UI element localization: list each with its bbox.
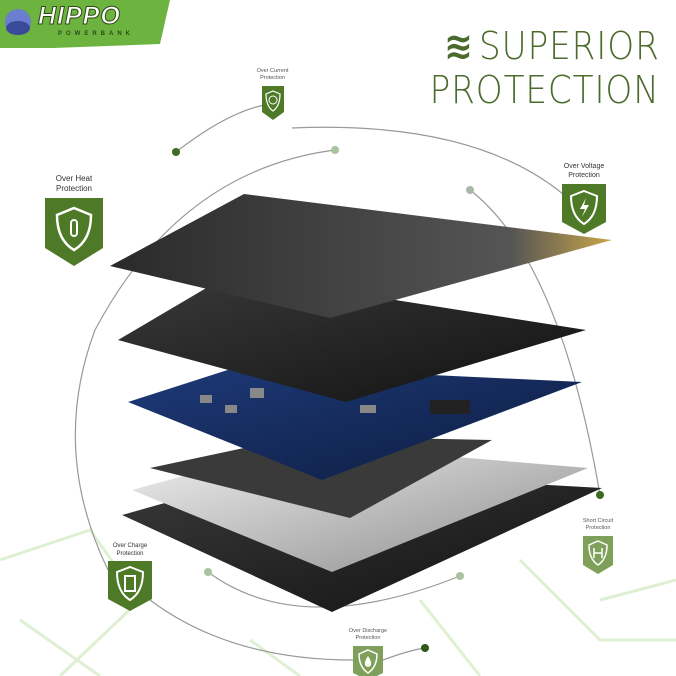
feature-over-current: Over Current Protection [245,68,300,120]
brand-name: HIPPO [38,2,121,31]
shield-circuit-icon [583,536,613,574]
title-line1: SUPERIOR [479,24,660,68]
orbit-lines [74,103,601,661]
label-sheet [110,194,612,318]
feature-short-circuit: Short Circuit Protection [575,518,621,574]
protective-sheet [118,274,586,402]
shield-battery-icon [108,561,152,611]
brand-logo: HIPPO POWERBANK [0,0,170,50]
orbit-dots [172,146,604,652]
feature-over-charge: Over Charge Protection [105,542,155,611]
feature-label: Over Current Protection [256,68,289,81]
feature-label: Short Circuit Protection [582,518,614,531]
page-title: ≋SUPERIOR PROTECTION [430,24,660,112]
feature-over-voltage: Over Voltage Protection [553,162,615,234]
logo-banner [0,0,170,50]
feature-label: Over Charge Protection [112,543,148,557]
feature-label: Over Voltage Protection [563,163,605,179]
shield-circle-icon [261,86,284,120]
feature-label: Over Discharge Protection [348,628,388,641]
brand-tagline: POWERBANK [58,31,134,37]
shield-drop-icon [353,646,383,676]
shield-lightning-icon [562,184,606,234]
title-line2: PROTECTION [429,68,660,112]
shield-thermometer-icon [45,198,103,266]
feature-over-discharge: Over Discharge Protection [345,628,391,676]
wave-lines-icon: ≋ [444,24,474,68]
feature-label: Over Heat Protection [55,174,93,193]
feature-over-heat: Over Heat Protection [40,174,108,266]
circuit-board [128,366,582,480]
